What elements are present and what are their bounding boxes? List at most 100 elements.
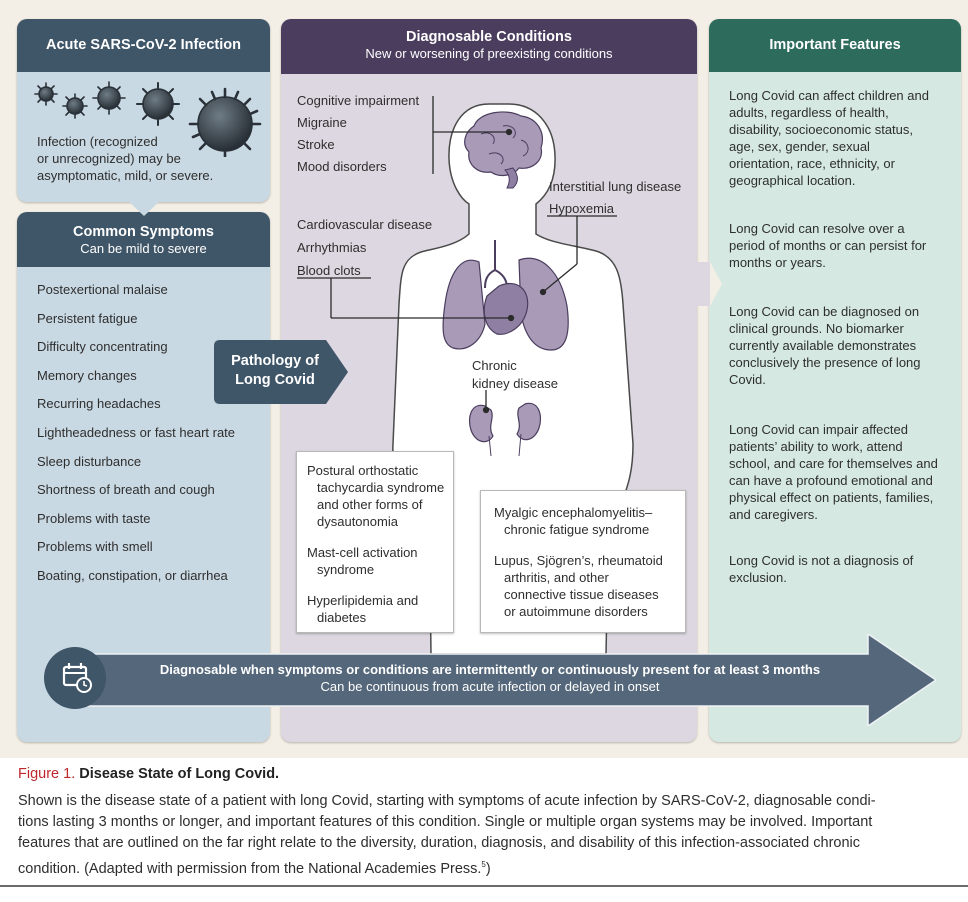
- symptom-item: Shortness of breath and cough: [37, 482, 215, 498]
- condition-label: kidney disease: [472, 376, 558, 391]
- common-symptoms-header: Common Symptoms Can be mild to severe: [17, 212, 270, 267]
- feature-line: age, sex, gender, sexual: [729, 139, 870, 154]
- acute-infection-title: Acute SARS-CoV-2 Infection: [46, 37, 241, 53]
- acute-infection-text: Infection (recognized or unrecognized) m…: [37, 133, 262, 184]
- citation-superscript: 5: [481, 860, 486, 869]
- feature-line: Long Covid can resolve over a: [729, 221, 905, 236]
- conditions-title: Diagnosable Conditions: [406, 29, 572, 45]
- box-line: Myalgic encephalomyelitis–: [494, 505, 653, 520]
- acute-text-line: or unrecognized) may be: [37, 151, 181, 166]
- condition-label: Mood disorders: [297, 159, 387, 174]
- feature-line: orientation, race, ethnicity, or: [729, 156, 895, 171]
- features-pointer-notch: [696, 262, 722, 306]
- common-symptoms-subtitle: Can be mild to severe: [80, 241, 207, 256]
- box-line: Hyperlipidemia and: [307, 593, 419, 608]
- feature-line: geographical location.: [729, 173, 856, 188]
- feature-line: adults, regardless of health,: [729, 105, 889, 120]
- feature-line: Long Covid can impair affected: [729, 422, 908, 437]
- symptom-item: Lightheadedness or fast heart rate: [37, 424, 236, 440]
- feature-line: physical effect on patients, families,: [729, 490, 934, 505]
- symptom-item: Persistent fatigue: [37, 310, 138, 326]
- features-header: Important Features: [709, 19, 961, 72]
- caption-line: condition. (Adapted with permission from…: [18, 854, 948, 880]
- box-item: Mast-cell activation syndrome: [307, 544, 453, 578]
- pathology-tag: Pathology of Long Covid: [214, 352, 336, 390]
- condition-label: Arrhythmias: [297, 240, 367, 255]
- pathology-line: Long Covid: [235, 372, 315, 388]
- common-symptoms-title: Common Symptoms: [73, 224, 214, 240]
- box-item: Postural orthostatic tachycardia syndrom…: [307, 462, 453, 530]
- feature-line: disability, socioeconomic status,: [729, 122, 914, 137]
- caption-line: tions lasting 3 months or longer, and im…: [18, 814, 873, 830]
- condition-label: Cognitive impairment: [297, 93, 420, 108]
- important-features-panel: Important Features Long Covid can affect…: [709, 19, 961, 742]
- acute-pointer-notch: [127, 200, 161, 216]
- feature-line: Long Covid is not a diagnosis of: [729, 553, 914, 568]
- feature-line: clinical grounds. No biomarker: [729, 321, 904, 336]
- feature-line: conclusively the presence of long: [729, 355, 921, 370]
- box-line: or autoimmune disorders: [504, 604, 648, 619]
- brain-icon: [464, 111, 543, 189]
- kidney-conditions: Chronic kidney disease: [472, 357, 558, 393]
- condition-label: Cardiovascular disease: [297, 217, 433, 232]
- condition-label: Stroke: [297, 137, 335, 152]
- duration-arrow: [73, 634, 938, 726]
- box-line: Lupus, Sjögren’s, rheumatoid: [494, 553, 663, 568]
- symptom-item: Difficulty concentrating: [37, 339, 168, 355]
- cardio-conditions: Cardiovascular disease Arrhythmias Blood…: [297, 213, 432, 282]
- feature-item: Long Covid is not a diagnosis of exclusi…: [729, 552, 951, 586]
- feature-line: and caregivers.: [729, 507, 818, 522]
- symptom-item: Boating, constipation, or diarrhea: [37, 567, 228, 583]
- condition-label: Blood clots: [297, 263, 361, 278]
- box-line: Mast-cell activation: [307, 545, 418, 560]
- acute-infection-panel: Acute SARS-CoV-2 Infection Infection (re…: [17, 19, 270, 202]
- feature-line: Covid.: [729, 372, 766, 387]
- leader-lines: [297, 96, 617, 414]
- box-line: dysautonomia: [317, 514, 398, 529]
- pathology-tag-shape: [214, 340, 348, 404]
- caption-line-text: condition. (Adapted with permission from…: [18, 860, 482, 877]
- box-line: diabetes: [317, 610, 367, 625]
- figure-label: Figure 1.: [18, 766, 76, 782]
- feature-line: school, and care for themselves and: [729, 456, 938, 471]
- caption-line-end: ): [485, 860, 491, 877]
- feature-item: Long Covid can be diagnosed on clinical …: [729, 303, 951, 388]
- feature-item: Long Covid can affect children and adult…: [729, 87, 951, 189]
- features-title: Important Features: [769, 37, 901, 53]
- box-line: connective tissue diseases: [504, 587, 659, 602]
- box-line: Postural orthostatic: [307, 463, 419, 478]
- figure-caption: Figure 1. Disease State of Long Covid. S…: [18, 764, 948, 880]
- feature-line: Long Covid can be diagnosed on: [729, 304, 920, 319]
- symptom-list: Postexertional malaise Persistent fatigu…: [37, 276, 267, 591]
- calendar-clock-icon: [44, 647, 106, 709]
- duration-text: Diagnosable when symptoms or conditions …: [110, 661, 870, 695]
- duration-line: Can be continuous from acute infection o…: [320, 679, 660, 694]
- symptom-item: Problems with taste: [37, 510, 151, 526]
- feature-line: months or years.: [729, 255, 826, 270]
- symptom-item: Memory changes: [37, 367, 137, 383]
- neuro-conditions: Cognitive impairment Migraine Stroke Moo…: [297, 90, 419, 178]
- lung-conditions: Interstitial lung disease Hypoxemia: [549, 176, 681, 220]
- figure-title: Disease State of Long Covid.: [79, 766, 280, 782]
- condition-label: Chronic: [472, 358, 517, 373]
- heart-icon: [483, 282, 529, 335]
- duration-line-bold: Diagnosable when symptoms or conditions …: [159, 662, 821, 677]
- feature-line: patients’ ability to work, attend: [729, 439, 903, 454]
- symptom-item: Postexertional malaise: [37, 282, 168, 297]
- box-item: Hyperlipidemia and diabetes: [307, 592, 453, 626]
- box-line: tachycardia syndrome: [317, 480, 445, 495]
- condition-label: Hypoxemia: [549, 201, 615, 216]
- conditions-subtitle: New or worsening of preexisting conditio…: [365, 46, 613, 61]
- feature-line: Long Covid can affect children and: [729, 88, 929, 103]
- box-item: Myalgic encephalomyelitis– chronic fatig…: [494, 504, 685, 538]
- box-item: Lupus, Sjögren’s, rheumatoid arthritis, …: [494, 552, 685, 620]
- virus-icons: [34, 81, 262, 157]
- feature-item: Long Covid can resolve over a period of …: [729, 220, 951, 271]
- acute-text-line: Infection (recognized: [37, 134, 158, 149]
- box-line: chronic fatigue syndrome: [504, 522, 650, 537]
- symptom-item: Recurring headaches: [37, 396, 161, 412]
- conditions-header: Diagnosable Conditions New or worsening …: [281, 19, 697, 74]
- mecfs-autoimmune-box: Myalgic encephalomyelitis– chronic fatig…: [480, 490, 686, 633]
- bottom-rule: [0, 885, 968, 887]
- box-line: arthritis, and other: [504, 570, 609, 585]
